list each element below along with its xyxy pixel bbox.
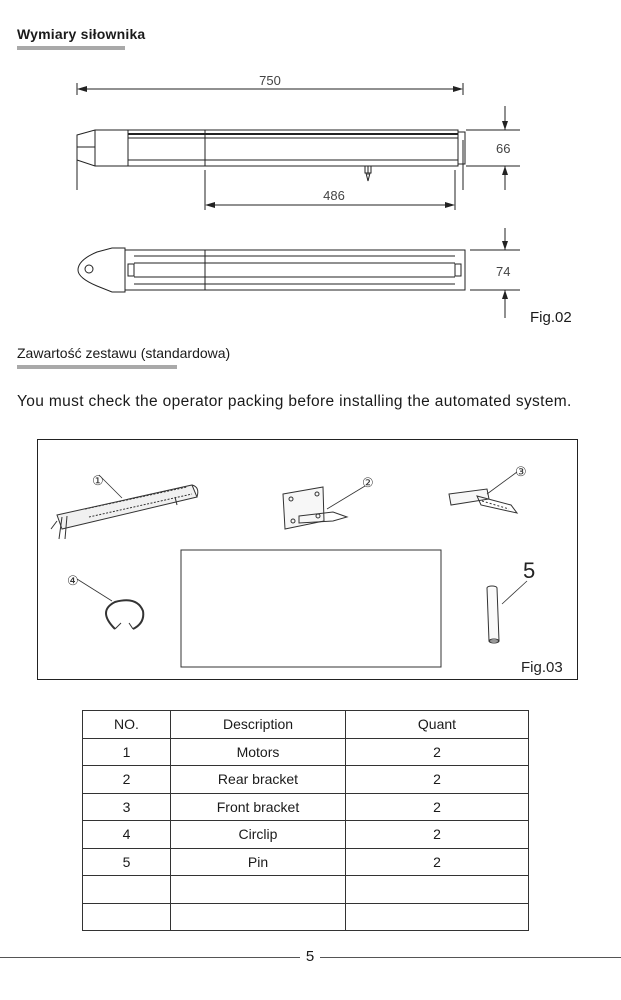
- blank-image-area: [180, 549, 442, 668]
- table-row: [82, 875, 529, 904]
- dim-label-66: 66: [496, 141, 510, 156]
- rear-end-cap-side: [76, 129, 129, 167]
- table-row: 4 Circlip 2: [82, 820, 529, 849]
- parts-figure-frame: [37, 439, 578, 680]
- fig03-label: Fig.03: [521, 659, 563, 676]
- header-cell: Description: [170, 710, 346, 739]
- page-number: 5: [300, 948, 320, 965]
- dim-label-486: 486: [323, 188, 345, 203]
- dim-label-74: 74: [496, 264, 510, 279]
- cell-quant: 2: [345, 737, 529, 766]
- cell-no: 1: [82, 737, 171, 766]
- fig02-label: Fig.02: [530, 309, 572, 326]
- cell-description: [170, 902, 346, 931]
- cell-description: Motors: [170, 737, 346, 766]
- circlip-part: [76, 578, 145, 630]
- cell-quant: 2: [345, 820, 529, 849]
- cell-no: 4: [82, 820, 171, 849]
- rear-bracket-part: [282, 485, 366, 530]
- cell-no: [82, 902, 171, 931]
- parts-figure: ① ② ③ ④ 5 Fig.03: [37, 439, 578, 680]
- section-title-dimensions: Wymiary siłownika: [17, 26, 146, 42]
- table-row: 3 Front bracket 2: [82, 792, 529, 821]
- callout-5: 5: [523, 558, 535, 583]
- actuator-tube-top: [124, 249, 466, 291]
- callout-3: ③: [515, 464, 527, 479]
- table-row: 2 Rear bracket 2: [82, 765, 529, 794]
- section-title-kit-contents: Zawartość zestawu (standardowa): [17, 345, 231, 361]
- table-row: 5 Pin 2: [82, 847, 529, 876]
- cell-no: 3: [82, 792, 171, 821]
- cell-description: Circlip: [170, 820, 346, 849]
- cell-description: Pin: [170, 847, 346, 876]
- cell-description: Rear bracket: [170, 765, 346, 794]
- cell-quant: 2: [345, 847, 529, 876]
- cell-quant: [345, 902, 529, 931]
- cell-quant: 2: [345, 765, 529, 794]
- cell-description: Front bracket: [170, 792, 346, 821]
- pin-part: [486, 580, 528, 644]
- actuator-tube-side: [127, 129, 459, 167]
- motor-part: [50, 474, 199, 540]
- cell-no: 2: [82, 765, 171, 794]
- parts-table: NO. Description Quant 1 Motors 2 2 Rear …: [82, 710, 529, 931]
- callout-2: ②: [362, 475, 374, 490]
- actuator-dimension-drawing: 750 486 66 74: [76, 73, 520, 318]
- front-bracket-part: [448, 471, 519, 514]
- header-cell: Quant: [345, 710, 529, 739]
- table-row: 1 Motors 2: [82, 737, 529, 766]
- packing-notice: You must check the operator packing befo…: [17, 393, 572, 410]
- table-row: [82, 902, 529, 931]
- callout-1: ①: [92, 473, 104, 488]
- cell-no: 5: [82, 847, 171, 876]
- table-header-row: NO. Description Quant: [82, 710, 529, 739]
- callout-4: ④: [67, 573, 79, 588]
- rear-end-cap-top: [77, 247, 126, 293]
- cell-quant: [345, 875, 529, 904]
- cell-no: [82, 875, 171, 904]
- cell-description: [170, 875, 346, 904]
- title-underline: [17, 365, 177, 369]
- header-cell: NO.: [82, 710, 171, 739]
- title-underline: [17, 46, 125, 50]
- cell-quant: 2: [345, 792, 529, 821]
- dim-label-750: 750: [259, 73, 281, 88]
